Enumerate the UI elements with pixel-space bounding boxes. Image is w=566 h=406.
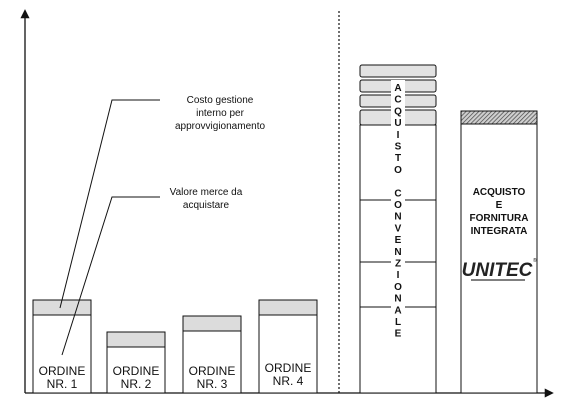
- order-4-bar: ORDINE NR. 4: [258, 299, 318, 394]
- vertical-letter: U: [394, 118, 401, 129]
- order-4-label-line2: NR. 4: [273, 374, 304, 388]
- order-2-cost-cap: [106, 331, 166, 348]
- vertical-letter: O: [394, 282, 402, 293]
- order-3-label-line2: NR. 3: [197, 377, 228, 391]
- cost-label-line3: approvvigionamento: [175, 121, 265, 132]
- vertical-letter: E: [395, 329, 402, 340]
- vertical-letter: L: [395, 317, 401, 328]
- integrated-body: [460, 123, 538, 394]
- vertical-text-backdrop: [391, 80, 405, 352]
- order-1-label-line2: NR. 1: [47, 377, 78, 391]
- value-label-line2: acquistare: [183, 200, 230, 211]
- order-1-label-line1: ORDINE: [39, 364, 86, 378]
- vertical-letter: S: [395, 142, 402, 153]
- integrated-label-line4: INTEGRATA: [471, 226, 528, 237]
- order-3-bar: ORDINE NR. 3: [182, 315, 242, 394]
- integrated-label-line1: ACQUISTO: [473, 187, 526, 198]
- vertical-letter: C: [394, 188, 401, 199]
- order-3-cost-cap: [182, 315, 242, 332]
- conventional-cap-1: [359, 64, 437, 78]
- value-label-line1: Valore merce da: [170, 187, 243, 198]
- cost-leader-line: [59, 99, 160, 309]
- vertical-letter: T: [395, 153, 401, 164]
- order-4-value-block: [258, 314, 318, 394]
- order-3-label-line1: ORDINE: [189, 364, 236, 378]
- unitec-logo: UNITEC ®: [462, 257, 537, 281]
- vertical-letter: I: [397, 130, 400, 141]
- order-4-label-line1: ORDINE: [265, 361, 312, 375]
- integrated-cap: [460, 110, 538, 125]
- order-2-label-line1: ORDINE: [113, 364, 160, 378]
- vertical-letter: Z: [395, 259, 401, 270]
- cost-label-line2: interno per: [196, 108, 244, 119]
- order-1-bar: ORDINE NR. 1: [32, 299, 92, 394]
- order-4-cost-cap: [258, 299, 318, 316]
- vertical-letter: E: [395, 235, 402, 246]
- order-3-value-block: [182, 330, 242, 394]
- integrated-label-line3: FORNITURA: [470, 213, 529, 224]
- vertical-letter: N: [394, 247, 401, 258]
- order-1-cost-cap: [32, 299, 92, 316]
- vertical-letter: O: [394, 200, 402, 211]
- vertical-letter: A: [394, 83, 401, 94]
- value-callout: Valore merce da acquistare: [61, 187, 243, 356]
- vertical-letter: A: [394, 305, 401, 316]
- cost-callout: Costo gestione interno per approvvigiona…: [59, 95, 265, 309]
- value-leader-line: [61, 196, 160, 356]
- integrated-label-line2: E: [496, 200, 503, 211]
- integrated-purchase-bar: ACQUISTO E FORNITURA INTEGRATA UNITEC ®: [460, 110, 538, 394]
- order-2-value-block: [106, 346, 166, 394]
- vertical-letter: O: [394, 165, 402, 176]
- vertical-letter: N: [394, 212, 401, 223]
- cost-label-line1: Costo gestione: [187, 95, 254, 106]
- unitec-logo-text: UNITEC: [462, 260, 533, 281]
- vertical-letter: I: [397, 270, 400, 281]
- vertical-letter: V: [395, 223, 402, 234]
- order-2-bar: ORDINE NR. 2: [106, 331, 166, 394]
- vertical-letter: C: [394, 95, 401, 106]
- order-2-label-line2: NR. 2: [121, 377, 152, 391]
- vertical-letter: Q: [394, 106, 402, 117]
- unitec-trademark: ®: [533, 257, 537, 264]
- vertical-letter: N: [394, 294, 401, 305]
